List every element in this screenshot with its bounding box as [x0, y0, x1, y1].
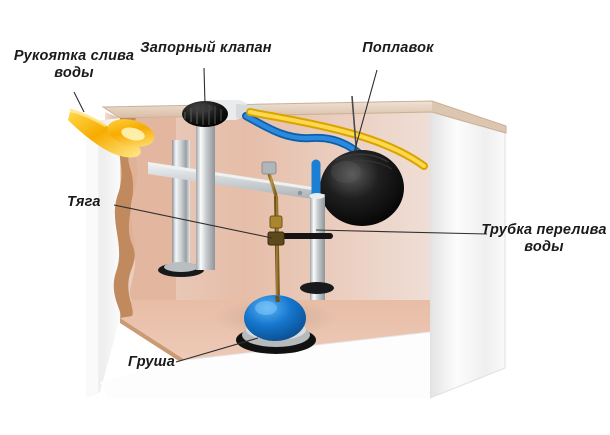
leader-handle [73, 91, 85, 113]
float-ball-seam-1 [335, 153, 389, 163]
valve-cap-highlight [191, 103, 213, 113]
linkage-adjust-nut-upper [269, 215, 283, 229]
leader-rod [113, 204, 273, 239]
label-flapper: Груша [128, 354, 176, 370]
leader-shutoff-valve [203, 67, 206, 105]
label-flush-handle: Рукоятка слива воды [13, 48, 135, 81]
linkage-top-clip [261, 161, 277, 175]
flapper-highlight [255, 301, 277, 315]
tank-internals [148, 95, 428, 354]
flush-handle-edge-light [69, 108, 107, 128]
flush-handle-shine [121, 127, 145, 141]
leader-lines [73, 67, 488, 363]
overflow-tube-gasket [300, 282, 334, 294]
leader-float [351, 69, 378, 161]
tank-interior-cut-strip [128, 117, 176, 300]
tank-top-rim-right [432, 101, 506, 133]
left-standpipe-base [164, 262, 198, 272]
center-standpipe [196, 118, 215, 270]
linkage-rod [274, 195, 280, 301]
tank-front-bottom-face [100, 332, 430, 398]
label-rod: Тяга [67, 194, 101, 210]
leader-flapper [175, 337, 259, 363]
flapper-bulb [244, 295, 306, 341]
float-ball-seam-2 [331, 159, 393, 170]
bracket-hole-1 [297, 190, 303, 196]
flapper-stem [275, 295, 280, 303]
tank-right-outer-wall [430, 112, 505, 398]
left-standpipe [172, 140, 190, 270]
float-ball [320, 150, 404, 226]
label-shutoff-valve: Запорный клапан [140, 40, 272, 56]
float-ball-highlight [331, 161, 361, 183]
label-float: Поплавок [362, 40, 434, 56]
linkage-adjust-nut-lower [267, 231, 285, 246]
hose-yellow-highlight [248, 110, 426, 168]
tank-left-sliver [86, 120, 98, 398]
overflow-tube-top-ring [309, 193, 325, 199]
overflow-tube [310, 194, 325, 300]
leader-overflow-tube [315, 229, 488, 235]
flush-handle-assembly [68, 108, 155, 158]
label-overflow-tube: Трубка перелива воды [481, 222, 607, 255]
flush-handle-lever [68, 112, 141, 158]
